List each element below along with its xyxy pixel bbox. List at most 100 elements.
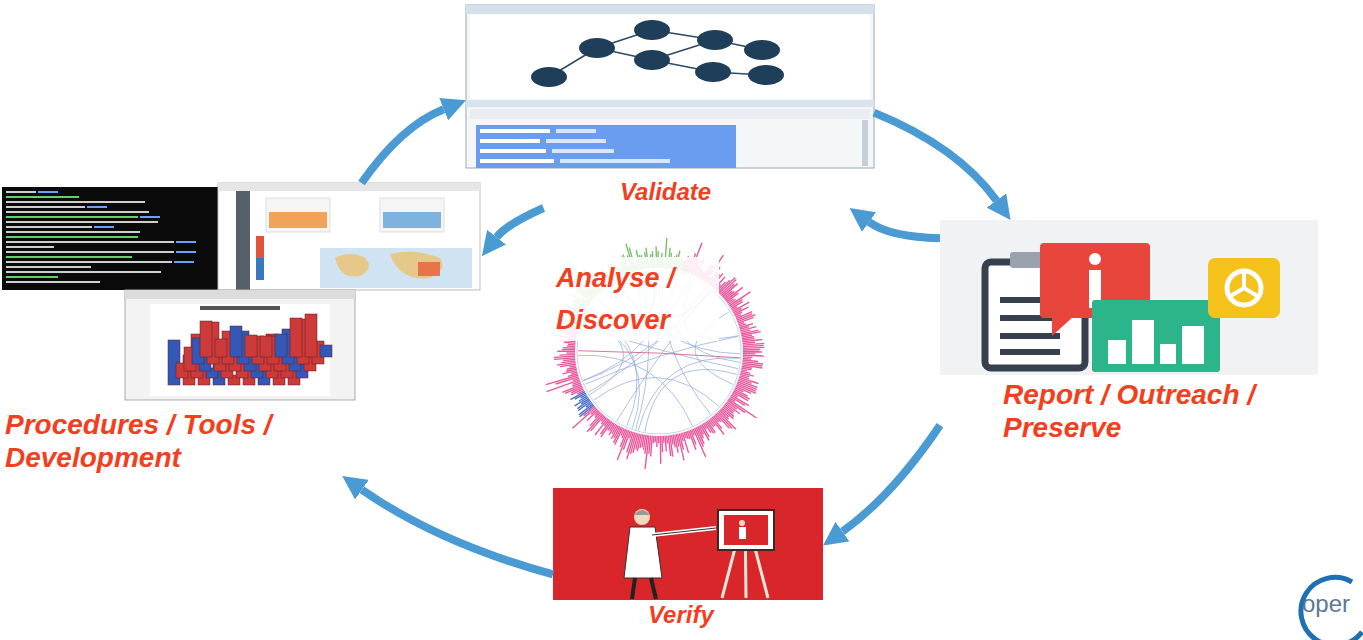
report-icons-part bbox=[1108, 320, 1204, 364]
tools-screenshots-part-part bbox=[245, 335, 257, 357]
chord-ring-part bbox=[743, 358, 751, 360]
chord-ring-part bbox=[689, 431, 696, 450]
chord-ring-part bbox=[557, 363, 576, 365]
tools-screenshots-part bbox=[150, 304, 330, 396]
painter-picture-part-part bbox=[651, 578, 656, 599]
chord-ring-part bbox=[627, 432, 634, 453]
chord-ring-part bbox=[743, 351, 762, 352]
cycle-arrow bbox=[869, 222, 940, 238]
validate-screenshot-part-part bbox=[556, 129, 596, 133]
validate-screenshot-part-part bbox=[480, 149, 546, 153]
tools-screenshots-part-part bbox=[6, 206, 85, 208]
tools-screenshots-part bbox=[218, 183, 480, 191]
tools-screenshots-part-part bbox=[6, 201, 145, 203]
tools-screenshots-part-part bbox=[6, 221, 158, 223]
tools-screenshots-part-part bbox=[6, 226, 92, 228]
tools-screenshots-part-part bbox=[6, 271, 161, 273]
tools-screenshots-part-part bbox=[6, 241, 174, 243]
validate-screenshot-part-part bbox=[552, 149, 614, 153]
chord-ring-part bbox=[567, 345, 575, 347]
chord-ring-part bbox=[738, 317, 754, 323]
chord-ring-part bbox=[743, 342, 755, 343]
report-icons-part-part bbox=[1000, 349, 1060, 355]
report-icons-part-part bbox=[1108, 340, 1126, 364]
cycle-arrow bbox=[843, 425, 941, 531]
chord-ring-part bbox=[673, 435, 675, 447]
cycle-arrow bbox=[362, 490, 553, 575]
validate-screenshot-part-part bbox=[697, 30, 733, 50]
tools-screenshots-part bbox=[125, 290, 355, 400]
painter-picture-part bbox=[718, 510, 774, 550]
tools-screenshots-part-part bbox=[6, 281, 100, 283]
chord-ring-part bbox=[672, 435, 673, 445]
chord-ring-part bbox=[655, 436, 657, 442]
validate-screenshot bbox=[466, 5, 874, 168]
validate-screenshot-part-part bbox=[579, 38, 615, 58]
chord-ring-part bbox=[567, 367, 576, 369]
tools-screenshots-part bbox=[266, 198, 330, 232]
chord-ring-part bbox=[743, 353, 756, 355]
validate-screenshot-part-part bbox=[560, 159, 670, 163]
report-icons-part bbox=[1227, 271, 1261, 305]
validate-screenshot-part-part bbox=[748, 65, 784, 85]
painter-picture-part bbox=[739, 520, 745, 526]
tools-screenshots-part-part bbox=[6, 256, 132, 258]
stage-label: Verify bbox=[648, 601, 768, 629]
painter-picture-part bbox=[652, 528, 716, 535]
report-icons-part-part bbox=[1000, 333, 1060, 339]
chord-ring-part bbox=[566, 352, 575, 354]
verify-stage: Verify bbox=[553, 488, 823, 632]
report-icons-part-part bbox=[1132, 320, 1154, 364]
chord-ring-part bbox=[554, 358, 575, 359]
tools-screenshots-part-part bbox=[305, 314, 317, 357]
chord-ring-part bbox=[554, 356, 575, 357]
stage-label: Procedures / Tools / Development bbox=[5, 408, 335, 474]
report-icons-part bbox=[1208, 258, 1280, 318]
validate-screenshot-part bbox=[466, 100, 874, 107]
report-icons-part-part bbox=[1182, 326, 1204, 364]
chord-ring-part bbox=[570, 366, 577, 367]
cycle-arrow bbox=[497, 208, 544, 237]
tools-screenshots-part-part bbox=[6, 211, 149, 213]
chord-ring-part bbox=[683, 433, 689, 453]
report-icons-part-part bbox=[1160, 344, 1176, 364]
tools-screenshots-part bbox=[236, 191, 250, 290]
chord-ring-part bbox=[666, 436, 668, 444]
tools-screenshots-part-part bbox=[38, 191, 58, 193]
tools-screenshots-part-part bbox=[140, 216, 160, 218]
chord-ring bbox=[546, 238, 765, 469]
validate-screenshot-part bbox=[546, 129, 670, 163]
report-stage: Report / Outreach / Preserve bbox=[940, 220, 1355, 448]
chord-ring-part bbox=[660, 436, 662, 464]
chord-ring-part bbox=[661, 436, 663, 452]
tools-screenshots-part-part bbox=[275, 334, 287, 357]
validate-screenshot-part bbox=[531, 20, 784, 87]
tools-screenshots-part-part bbox=[6, 261, 172, 263]
chord-ring-part bbox=[568, 374, 578, 377]
chord-ring-part bbox=[568, 344, 575, 346]
painter-picture-part bbox=[739, 527, 746, 539]
tools-screenshots-part-part bbox=[6, 246, 54, 248]
tools-screenshots-part-part bbox=[6, 276, 58, 278]
chord-ring-part bbox=[638, 358, 740, 431]
chord-ring-part bbox=[585, 336, 739, 384]
chord-ring-part bbox=[743, 355, 764, 357]
chord-ring-part bbox=[663, 436, 665, 443]
cycle-arrow bbox=[362, 109, 444, 183]
cycle-arrow bbox=[874, 113, 997, 201]
validate-screenshot-part-part bbox=[480, 129, 550, 133]
tools-screenshots-part bbox=[168, 314, 332, 385]
stage-label: Report / Outreach / Preserve bbox=[1003, 378, 1303, 444]
tools-screenshots-part-part bbox=[6, 266, 91, 268]
tools-screenshots-part bbox=[256, 236, 264, 280]
report-icons-part bbox=[940, 220, 1318, 375]
chord-ring-part bbox=[733, 302, 750, 311]
chord-ring-part bbox=[594, 378, 719, 407]
tools-screenshots bbox=[2, 183, 480, 400]
tools-stage: Procedures / Tools / Development bbox=[0, 183, 482, 476]
chord-ring-part bbox=[557, 351, 575, 353]
chord-ring-part bbox=[645, 370, 737, 432]
chord-ring-part bbox=[563, 359, 575, 360]
tools-screenshots-part-part bbox=[176, 241, 196, 243]
validate-screenshot-part bbox=[862, 120, 868, 166]
